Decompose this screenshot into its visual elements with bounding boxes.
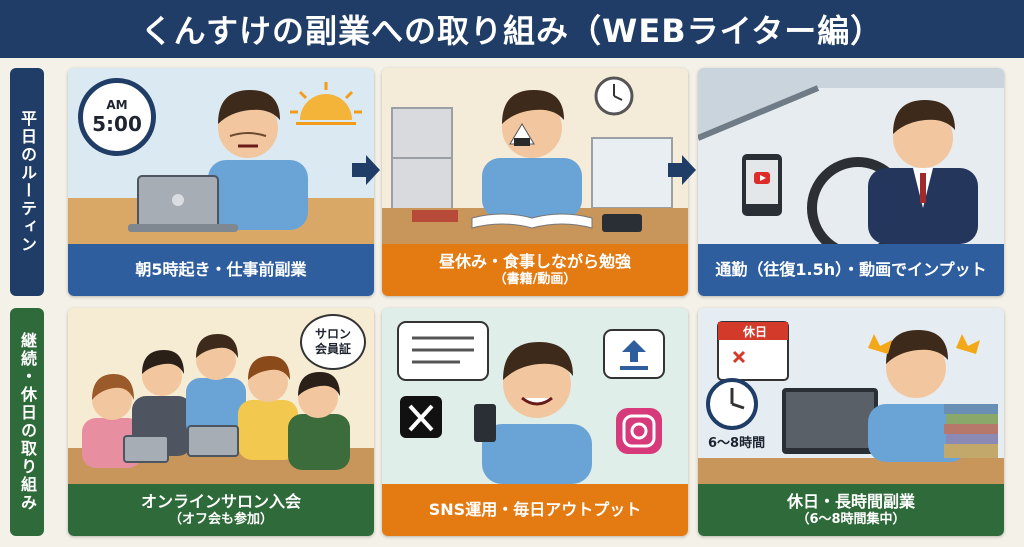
calendar-label: 休日 <box>742 324 767 339</box>
panel-sns: SNS運用・毎日アウトプット <box>382 308 688 536</box>
caption-sub: （書籍/動画） <box>493 272 577 287</box>
caption-lunch: 昼休み・食事しながら勉強 （書籍/動画） <box>382 244 688 296</box>
holiday-scene-illustration <box>698 308 1004 484</box>
speech-bubble-badge: サロン 会員証 <box>300 314 366 370</box>
caption-main: 昼休み・食事しながら勉強 <box>438 252 631 271</box>
instagram-icon <box>616 408 662 454</box>
calendar-icon <box>717 321 789 381</box>
caption-main: SNS運用・毎日アウトプット <box>428 500 642 519</box>
clock-am-label: AM <box>106 98 128 112</box>
caption-main: 朝5時起き・仕事前副業 <box>135 260 307 279</box>
chat-bubble-icon <box>397 321 489 381</box>
caption-commute: 通勤（往復1.5h）・動画でインプット <box>698 244 1004 296</box>
caption-sns: SNS運用・毎日アウトプット <box>382 484 688 536</box>
caption-morning: 朝5時起き・仕事前副業 <box>68 244 374 296</box>
panel-salon: サロン 会員証 オンラインサロン入会 （オフ会も参加） <box>68 308 374 536</box>
title-bar: くんすけの副業への取り組み（WEBライター編） <box>0 0 1024 58</box>
lunch-scene-illustration <box>382 68 688 244</box>
caption-holiday: 休日・長時間副業 （6〜8時間集中） <box>698 484 1004 536</box>
sns-scene-illustration <box>382 308 688 484</box>
sun-icon <box>290 82 362 125</box>
commute-scene-illustration <box>698 68 1004 244</box>
alarm-clock-icon: AM 5:00 <box>78 78 156 156</box>
clock-time-label: 5:00 <box>92 112 142 136</box>
caption-sub: （6〜8時間集中） <box>796 512 906 527</box>
badge-line1: サロン <box>314 327 351 341</box>
panel-commute: 通勤（往復1.5h）・動画でインプット <box>698 68 1004 296</box>
panel-morning: AM 5:00 朝5時起き・仕事前副業 <box>68 68 374 296</box>
morning-scene-illustration <box>68 68 374 244</box>
caption-salon: オンラインサロン入会 （オフ会も参加） <box>68 484 374 536</box>
section-label-weekend: 継続・休日の取り組み <box>10 308 44 536</box>
section-label-weekday: 平日のルーティン <box>10 68 44 296</box>
caption-main: オンラインサロン入会 <box>140 492 301 511</box>
wall-clock-icon <box>594 76 634 116</box>
panel-holiday: 休日 6〜8時間 休日・長時間副業 （6〜8時間集中） <box>698 308 1004 536</box>
badge-line2: 会員証 <box>314 342 351 356</box>
caption-sub: （オフ会も参加） <box>168 512 273 527</box>
arrow-right-icon <box>352 155 380 185</box>
upload-icon <box>603 329 665 379</box>
caption-main: 通勤（往復1.5h）・動画でインプット <box>715 260 987 279</box>
page-title: くんすけの副業への取り組み（WEBライター編） <box>140 12 884 50</box>
caption-main: 休日・長時間副業 <box>786 492 915 511</box>
x-logo-icon <box>400 396 442 438</box>
hours-label: 6〜8時間 <box>708 436 766 451</box>
arrow-right-icon <box>668 155 696 185</box>
video-play-icon <box>742 154 782 216</box>
panel-lunch: 昼休み・食事しながら勉強 （書籍/動画） <box>382 68 688 296</box>
clock-icon <box>706 378 758 430</box>
